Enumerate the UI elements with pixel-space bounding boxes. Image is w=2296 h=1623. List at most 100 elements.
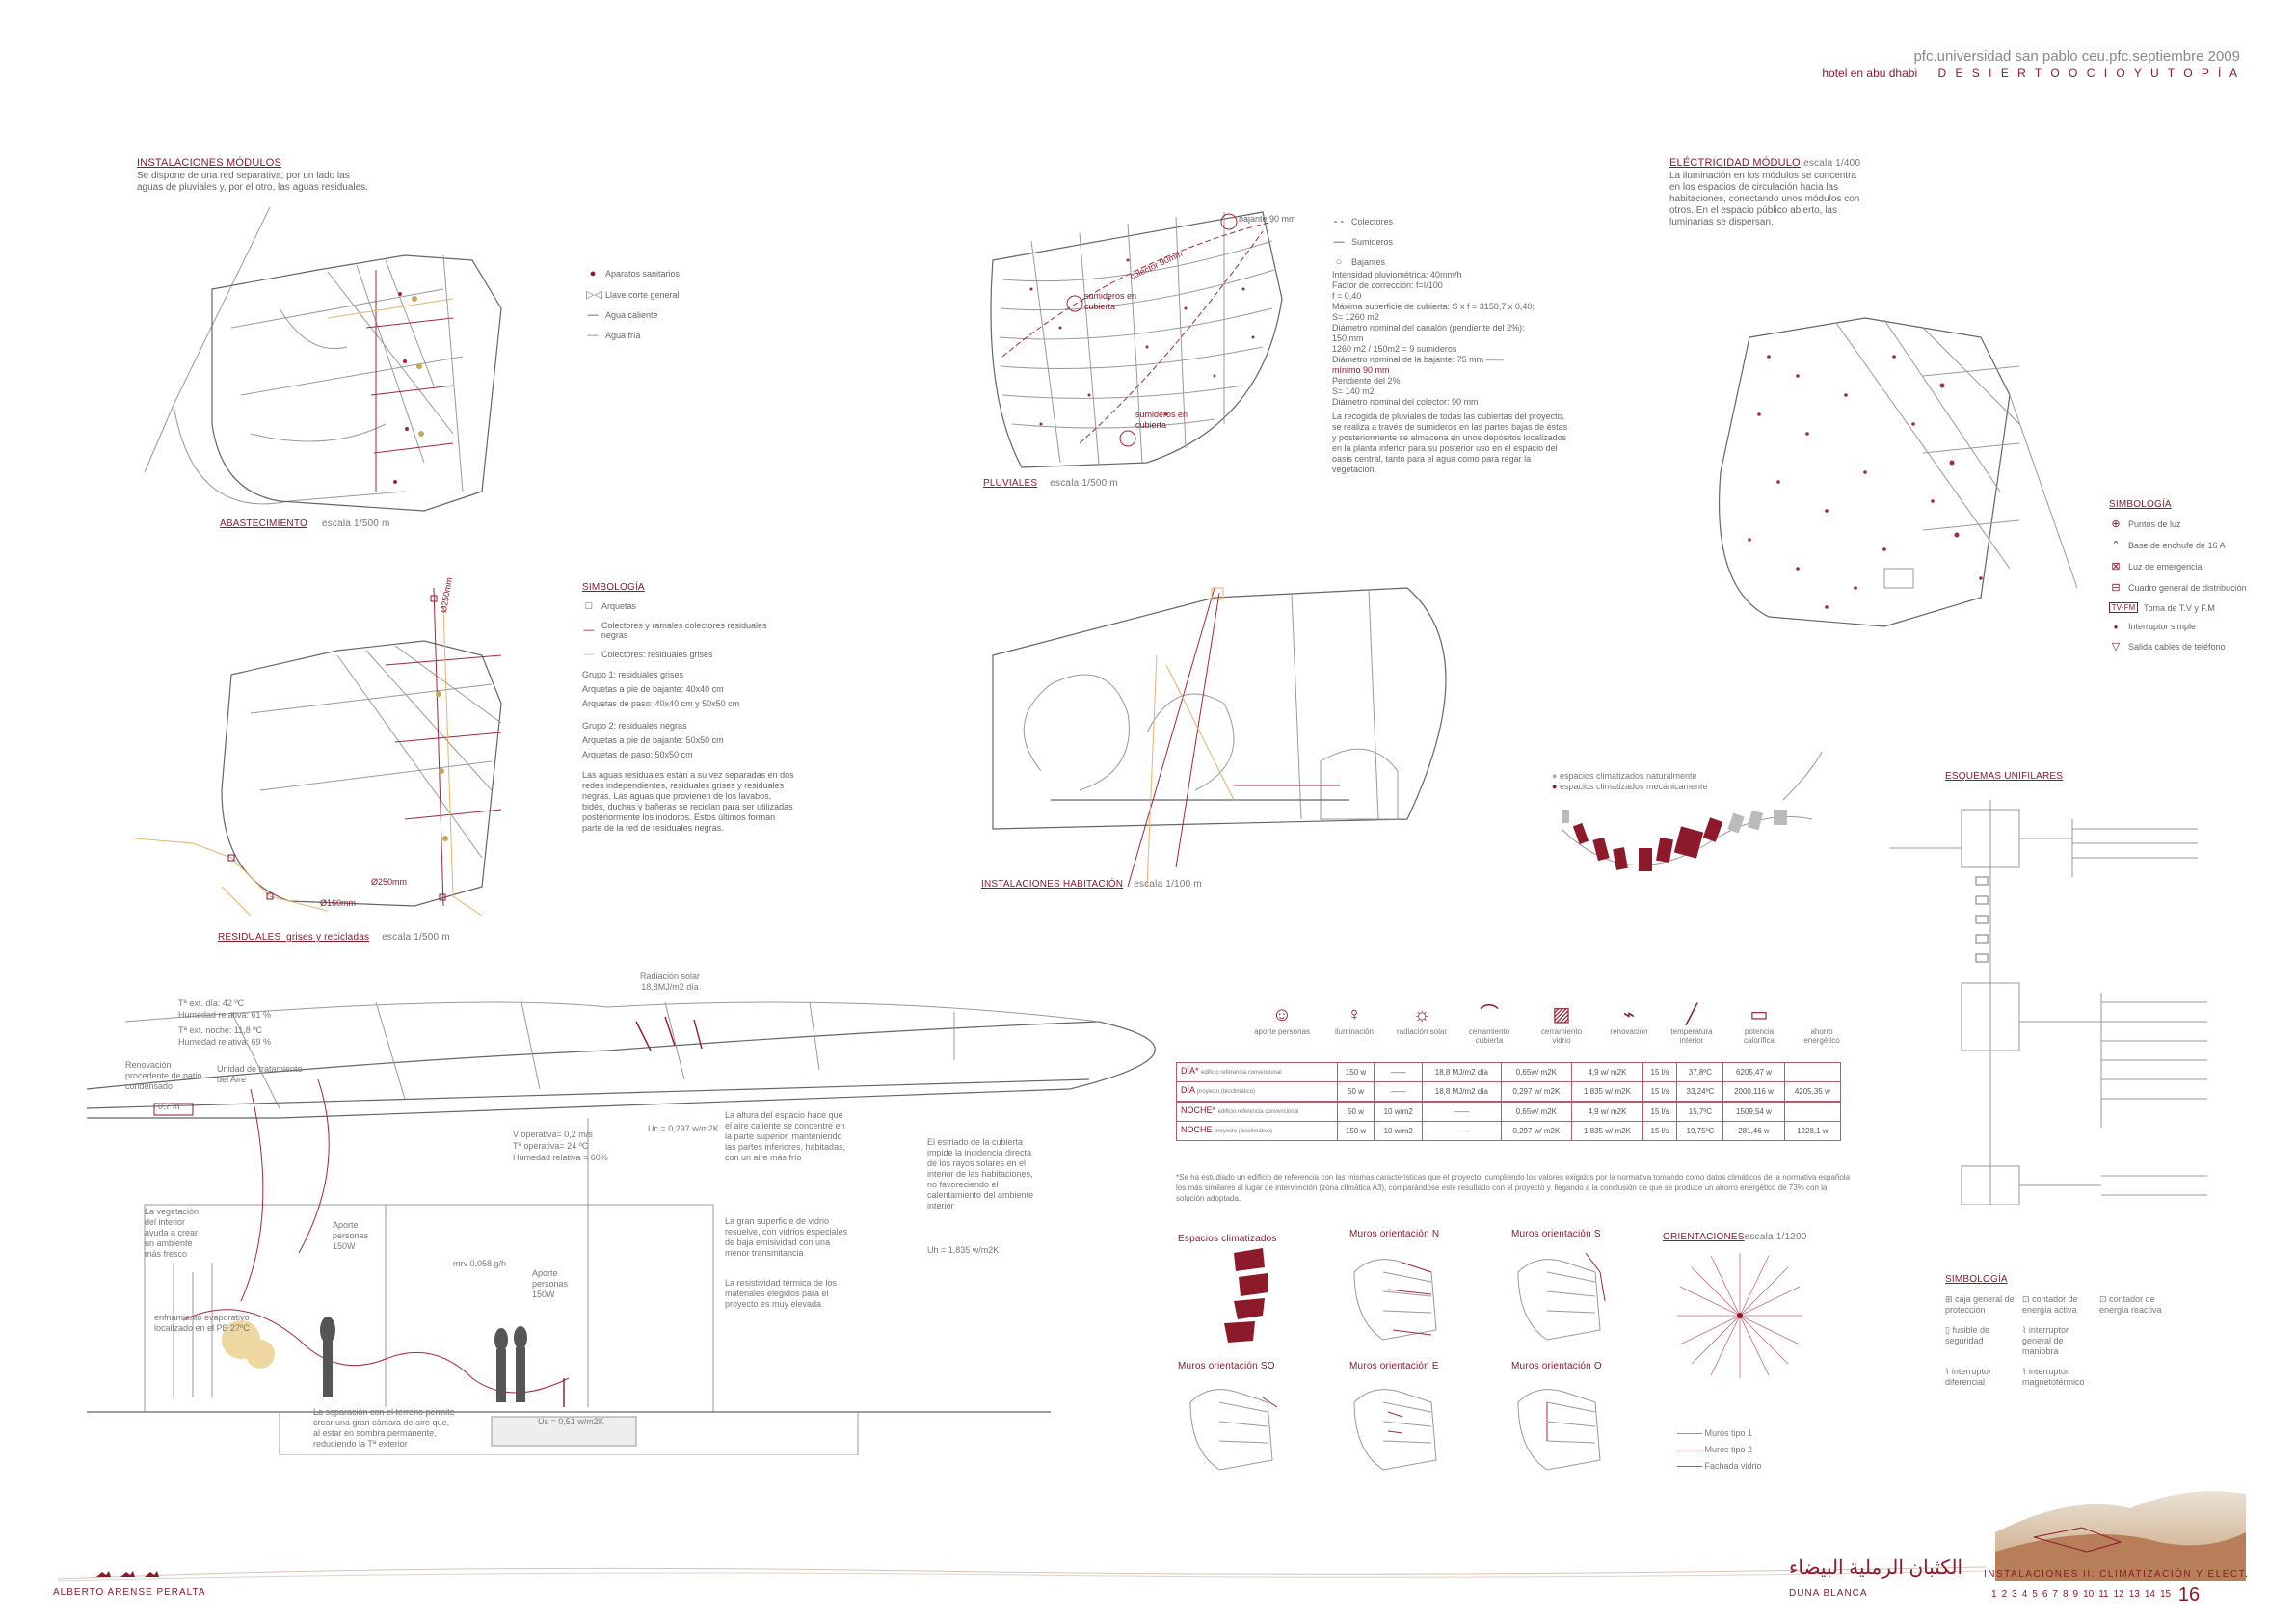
climtable-h1: iluminación — [1334, 1027, 1375, 1036]
tv-fm-icon: TV·FM — [2109, 602, 2138, 613]
agua-fria-icon: — — [587, 330, 599, 341]
current-page: 16 — [2177, 1584, 2201, 1606]
interruptor-icon: ● — [2113, 622, 2119, 631]
residuales-sym-title: SIMBOLOGÍA — [582, 582, 645, 593]
pluviales-desc: La recogida de pluviales de todas las cu… — [1332, 412, 1568, 474]
pluviales-scale: escala 1/500 m — [1050, 478, 1118, 489]
pluviales-legend-2: Bajantes — [1351, 257, 1386, 267]
llave-icon: ▷◁ — [586, 289, 602, 301]
modulos-text: INSTALACIONES MÓDULOS Se dispone de una … — [137, 157, 368, 194]
orient-o-label: Muros orientación O — [1511, 1361, 1602, 1371]
vidrio-line-icon — [1677, 1466, 1702, 1468]
table-cell: 1228,1 w — [1783, 1121, 1842, 1141]
climatizados-map — [1561, 752, 1823, 871]
igm-icon: ⌇ — [2022, 1325, 2027, 1335]
bioclimatic-section — [87, 997, 1156, 1455]
table-row: DÍA* edificio referencia convencional 15… — [1176, 1062, 1842, 1082]
sec-resist: La resistividad térmica de los materiale… — [725, 1278, 838, 1309]
page-10[interactable]: 10 — [2083, 1589, 2095, 1600]
electricidad-sym-2: Luz de emergencia — [2128, 561, 2203, 572]
climtable-note: *Se ha estudiado un edificio de referenc… — [1176, 1173, 1851, 1203]
footer-arabic: الكثبان الرملية البيضاء — [1789, 1557, 1962, 1579]
unifilares-title: ESQUEMAS UNIFILARES — [1945, 771, 2063, 782]
sec-aporte1: Aporte personas 150W — [333, 1220, 369, 1251]
page-14[interactable]: 14 — [2144, 1589, 2155, 1600]
orient-legend-0: Muros tipo 1 — [1704, 1428, 1753, 1438]
colector-icon: - - — [1333, 216, 1345, 227]
orient-so-title: Muros orientación SO — [1178, 1361, 1275, 1371]
sec-hum-dia: Humedad relativa: 61 % — [178, 1010, 272, 1020]
emergencia-icon: ⊠ — [2111, 561, 2121, 572]
abastecimiento-plan — [144, 206, 502, 512]
page-12[interactable]: 12 — [2113, 1589, 2124, 1600]
vidrio-icon: ▨ — [1552, 1004, 1571, 1025]
climtable-h5: renovación — [1610, 1027, 1648, 1036]
pluviales-calc-2: f = 0,40 — [1332, 291, 1362, 301]
modulos-legend: ●Aparatos sanitarios ▷◁Llave corte gener… — [586, 268, 680, 350]
table-cell: 2000,116 w — [1722, 1081, 1785, 1103]
pluviales-calc: Intensidad pluviométrica: 40mm/h Factor … — [1332, 270, 1573, 475]
orient-s-label: Muros orientación S — [1511, 1229, 1601, 1239]
persona-icon: ☺ — [1271, 1004, 1293, 1025]
page-9[interactable]: 9 — [2072, 1589, 2079, 1600]
page-3[interactable]: 3 — [2012, 1589, 2017, 1600]
table-cell: 6205,47 w — [1722, 1062, 1785, 1082]
residuales-legend: SIMBOLOGÍA □Arquetas —Colectores y ramal… — [582, 582, 794, 834]
sec-ext-noche: Tª ext. noche: 11,8 ºC — [178, 1025, 262, 1035]
page-6[interactable]: 6 — [2042, 1589, 2048, 1600]
residuales-caption: RESIDUALES_grises y recicladas escala 1/… — [218, 932, 450, 943]
page-5[interactable]: 5 — [2032, 1589, 2038, 1600]
punto-luz-icon: ⊕ — [2111, 519, 2121, 530]
row1-label: DÍA — [1181, 1085, 1195, 1095]
sec-t-oper: Tª operativa= 24 ºC — [513, 1141, 589, 1151]
table-cell: —— — [1422, 1101, 1502, 1122]
page-11[interactable]: 11 — [2098, 1589, 2109, 1600]
header-line: pfc.universidad san pablo ceu.pfc.septie… — [1913, 48, 2240, 65]
residuales-desc: Las aguas residuales están a su vez sepa… — [582, 770, 794, 833]
modulos-legend-2: Agua caliente — [605, 310, 658, 320]
orient-so-label: Muros orientación SO — [1178, 1361, 1275, 1371]
residuales-label-c: Ø250mm — [371, 877, 408, 887]
page-1[interactable]: 1 — [1991, 1589, 1997, 1600]
sol-icon: ☼ — [1412, 1004, 1431, 1025]
climtable-h3: cerramiento cubierta — [1468, 1027, 1510, 1045]
climatizados-legend-1: espacios climatizados mecánicamente — [1559, 782, 1708, 791]
sec-uc: Uc = 0,297 w/m2K — [648, 1124, 719, 1133]
orient-e-diagram — [1353, 1389, 1437, 1471]
header-subtitle-right: D E S I E R T O O C I O Y U T O P Í A — [1937, 67, 2240, 80]
page-8[interactable]: 8 — [2062, 1589, 2069, 1600]
page-2[interactable]: 2 — [2001, 1589, 2008, 1600]
sec-renov: Renovación procedente de patio condensad… — [125, 1060, 202, 1091]
sec-enfriamiento: enfriamiento evaporativo localizado en e… — [154, 1313, 250, 1333]
sec-unidad: Unidad de tratamiento del Aire — [217, 1064, 303, 1084]
muro1-line-icon — [1677, 1433, 1702, 1435]
orient-s-title: Muros orientación S — [1511, 1229, 1601, 1239]
electricidad-sym-4: Toma de T.V y F.M — [2144, 602, 2215, 613]
bombilla-icon: ♀ — [1347, 1004, 1362, 1025]
electricidad-sym-1: Base de enchufe de 16 A — [2128, 540, 2226, 550]
magnetotermico-icon: ⌇ — [2022, 1367, 2027, 1376]
pluviales-bajante-label: bajante 90 mm — [1239, 214, 1296, 224]
pluviales-plan — [990, 211, 1283, 468]
cgp-icon: ⊞ — [1945, 1294, 1953, 1304]
page-7[interactable]: 7 — [2052, 1589, 2058, 1600]
page-4[interactable]: 4 — [2021, 1589, 2028, 1600]
cubierta-icon: ⌒ — [1480, 1004, 1499, 1025]
pluviales-calc-12: Diámetro nominal del colector: 90 mm — [1332, 397, 1479, 407]
colector-negras-icon: — — [583, 625, 595, 636]
row1-sub: proyecto (bioclimático) — [1197, 1089, 1256, 1095]
page-13[interactable]: 13 — [2128, 1589, 2140, 1600]
sec-gran-sup: La gran superficie de vidrio resuelve, c… — [725, 1216, 848, 1258]
table-cell: 33,24ºC — [1676, 1081, 1724, 1103]
footer-duna: DUNA BLANCA — [1789, 1588, 1868, 1599]
footer-author: ALBERTO ARENSE PERALTA — [53, 1587, 206, 1598]
sec-v-oper: V operativa= 0,2 m/s — [513, 1130, 593, 1139]
cuadro-icon: ⊟ — [2111, 582, 2121, 594]
table-row: NOCHE* edificio referencia convencional … — [1176, 1101, 1842, 1122]
climatizados-legend: ● espacios climatizados naturalmente ● e… — [1552, 771, 1708, 792]
climtable-headers: ☺aporte personas ♀iluminación ☼radiación… — [1176, 1002, 1870, 1060]
page-15[interactable]: 15 — [2159, 1589, 2172, 1600]
sec-hum-noche: Humedad relativa: 69 % — [178, 1037, 272, 1047]
abastecimiento-title: ABASTECIMIENTO — [220, 519, 307, 529]
uni-sym-4: interruptor general de maniobra — [2022, 1325, 2069, 1356]
